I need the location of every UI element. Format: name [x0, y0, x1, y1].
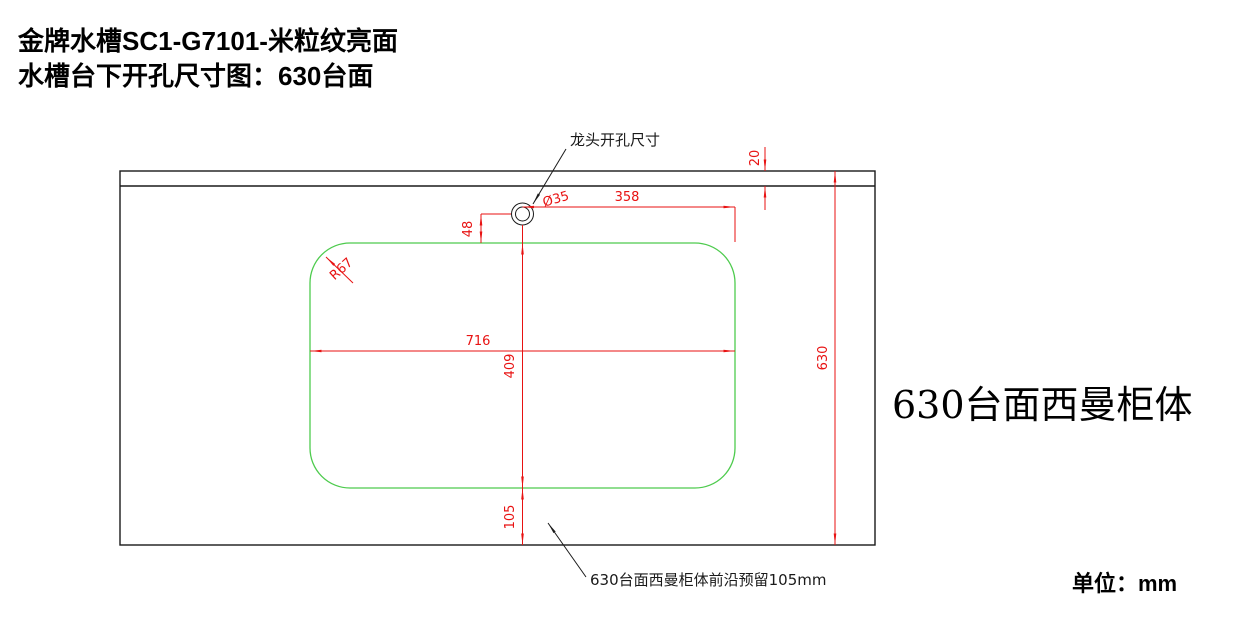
dim-r67-leader [325, 256, 354, 284]
dim-label-409: 409 [503, 354, 518, 379]
dim-label-r67: R67 [327, 255, 356, 283]
dim-label-105: 105 [503, 505, 518, 530]
dim-label-358: 358 [615, 190, 640, 205]
faucet-callout-leader [532, 148, 567, 205]
faucet-callout: 龙头开孔尺寸 [532, 131, 660, 205]
title-line-2: 水槽台下开孔尺寸图：630台面 [18, 61, 374, 91]
countertop-outline [119, 170, 876, 546]
bottom-note-leader [547, 522, 587, 578]
dim-label-48: 48 [461, 221, 476, 238]
dim-label-716: 716 [466, 334, 491, 349]
bottom-note-callout: 630台面西曼柜体前沿预留105mm [547, 522, 827, 589]
dim-r67: R67 [325, 255, 356, 284]
unit-label: 单位：mm [1072, 571, 1178, 596]
title-line-1: 金牌水槽SC1-G7101-米粒纹亮面 [18, 26, 398, 56]
dim-20: 20 [748, 147, 767, 210]
bottom-note-label: 630台面西曼柜体前沿预留105mm [590, 571, 827, 589]
drawing-title: 金牌水槽SC1-G7101-米粒纹亮面 水槽台下开孔尺寸图：630台面 [18, 24, 398, 94]
dim-105: 105 [503, 488, 524, 545]
dim-409: 409 [503, 225, 524, 488]
dim-label-faucet-diameter: Ø35 [541, 189, 571, 211]
faucet-callout-label: 龙头开孔尺寸 [570, 131, 660, 149]
faucet-hole-outer-circle [511, 202, 534, 226]
cabinet-label: 630台面西曼柜体 [892, 383, 1193, 427]
faucet-hole [511, 202, 534, 226]
faucet-hole-inner-circle [515, 206, 530, 222]
dim-label-630: 630 [816, 346, 831, 371]
dim-label-20: 20 [748, 150, 763, 167]
dim-48: 48 [461, 213, 511, 243]
dim-630: 630 [816, 171, 837, 545]
countertop-rect [119, 170, 876, 546]
dim-358: 358 [522, 190, 736, 242]
